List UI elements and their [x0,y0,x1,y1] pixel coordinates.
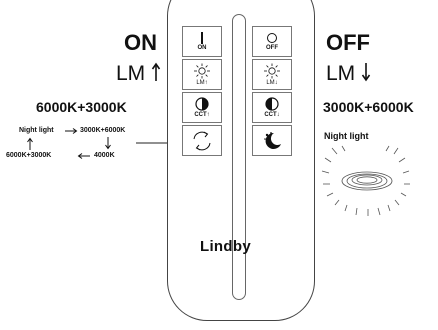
cycle-4000k: 4000K [94,152,115,159]
arrow-down-icon [361,63,371,82]
arrow-up-small-icon [27,137,33,150]
power-on-icon [201,32,203,44]
half-moon-icon [265,97,279,111]
lm-up-text: LM [116,62,146,85]
arrow-left-icon [77,153,90,159]
cycle-icon [193,131,211,150]
brightness-down-button[interactable]: LM↓ [252,59,292,90]
remote-slider-slot [232,14,246,300]
cct-left-label: 6000K+3000K [36,99,127,115]
lm-up-button-label: LM↑ [196,80,208,86]
lm-down-label: LM [326,62,371,86]
cycle-3000k-6000k: 3000K+6000K [80,127,126,134]
moon-stars-icon [264,131,281,149]
cct-up-button-label: CCT↑ [194,112,210,118]
arrow-down-icon [105,137,111,150]
night-light-label: Night light [324,131,369,141]
on-label: ON [124,30,157,55]
arrow-right-icon [65,128,78,134]
off-label: OFF [326,30,370,55]
cycle-6000k-3000k: 6000K+3000K [6,152,52,159]
cycle-button[interactable] [182,125,222,156]
arrow-up-icon [151,62,161,81]
off-button-label: OFF [266,45,278,51]
brightness-up-button[interactable]: LM↑ [182,59,222,90]
cct-down-button[interactable]: CCT↓ [252,92,292,123]
sun-icon [194,63,210,79]
cct-down-button-label: CCT↓ [264,112,280,118]
cycle-night-light: Night light [19,127,54,134]
cct-up-button[interactable]: CCT↑ [182,92,222,123]
ceiling-lamp-icon [321,145,410,216]
lm-down-button-label: LM↓ [266,80,278,86]
lm-down-text: LM [326,62,356,85]
half-moon-icon [195,97,209,111]
sun-icon [264,63,280,79]
on-button-label: ON [197,45,207,51]
lm-up-label: LM [116,62,161,86]
night-light-button[interactable] [252,125,292,156]
off-button[interactable]: OFF [252,26,292,57]
brand-logo-text: Lindby [200,238,251,255]
on-button[interactable]: ON [182,26,222,57]
cct-right-label: 3000K+6000K [323,99,414,115]
power-off-icon [267,33,277,43]
